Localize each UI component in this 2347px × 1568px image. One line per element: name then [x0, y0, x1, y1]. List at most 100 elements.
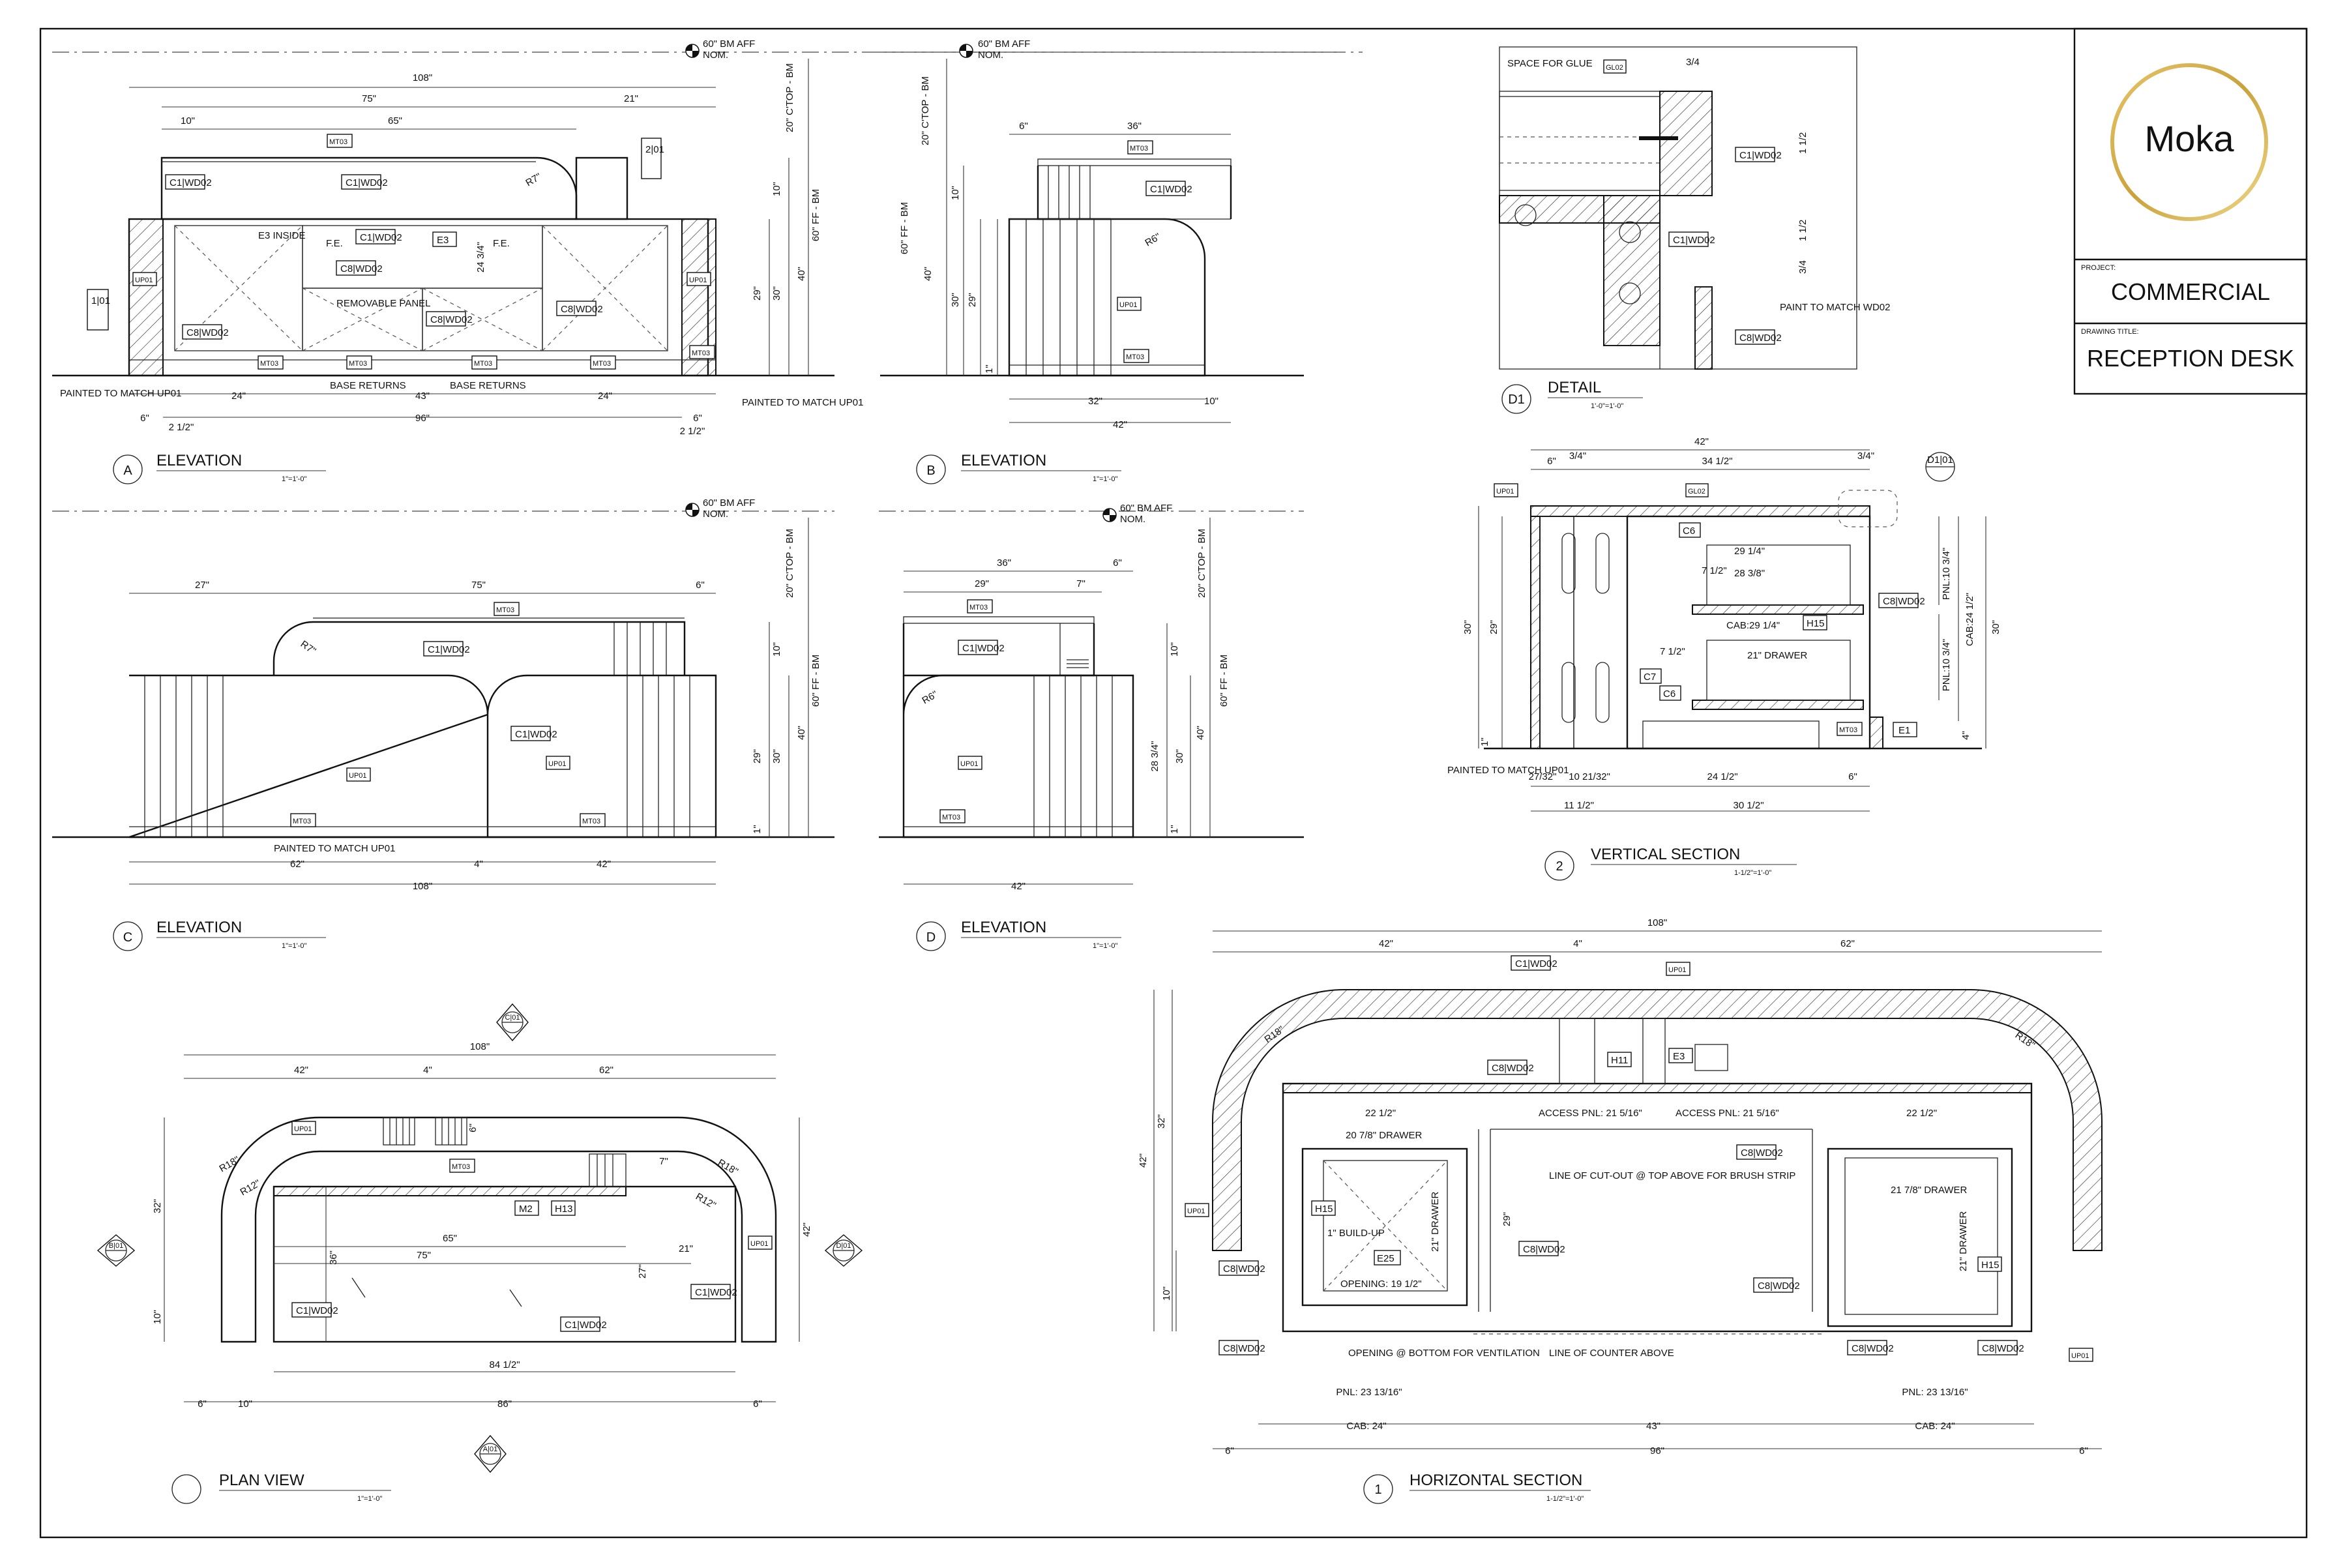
- svg-text:R18": R18": [218, 1154, 242, 1174]
- svg-text:C1|WD02: C1|WD02: [1673, 235, 1715, 246]
- svg-text:7 1/2": 7 1/2": [1702, 565, 1727, 576]
- svg-text:ELEVATION: ELEVATION: [961, 452, 1046, 469]
- svg-text:84 1/2": 84 1/2": [489, 1359, 520, 1370]
- svg-text:PNL: 23 13/16": PNL: 23 13/16": [1902, 1387, 1968, 1398]
- svg-text:4": 4": [423, 1065, 432, 1076]
- svg-text:30": 30": [771, 749, 782, 763]
- svg-text:C1|WD02: C1|WD02: [565, 1320, 607, 1331]
- drawing-title: RECEPTION DESK: [2087, 345, 2294, 372]
- svg-text:GL02: GL02: [1688, 488, 1705, 496]
- tag-e25: E25: [1374, 1250, 1401, 1265]
- centre-upper-cabinet: [302, 225, 543, 289]
- note-e3-inside: E3 INSIDE: [258, 230, 306, 241]
- tag-mt03: MT03: [689, 345, 715, 359]
- dim-6: 6": [1019, 121, 1028, 132]
- tag-c1-wd02: C1|WD02: [423, 641, 470, 657]
- svg-text:21" DRAWER: 21" DRAWER: [1747, 650, 1807, 661]
- tag-c1-wd02: C1|WD02: [1511, 955, 1557, 971]
- tag-h11: H11: [1607, 1052, 1632, 1067]
- svg-text:40": 40": [796, 726, 807, 740]
- svg-text:MT03: MT03: [349, 360, 367, 368]
- elevation-d: 60" BM AFF NOM. 36" 29" 7" 6": [879, 503, 1304, 951]
- tag-c6: C6: [1679, 522, 1701, 538]
- svg-text:27/32": 27/32": [1529, 771, 1557, 782]
- dim-counter-width: 75": [362, 93, 376, 104]
- svg-text:LINE OF CUT-OUT @ TOP ABOVE FO: LINE OF CUT-OUT @ TOP ABOVE FOR BRUSH ST…: [1549, 1170, 1795, 1181]
- svg-text:MT03: MT03: [329, 138, 347, 146]
- dim-10-v: 10": [950, 186, 961, 200]
- svg-text:20" C'TOP - BM: 20" C'TOP - BM: [920, 76, 931, 145]
- svg-text:NOM.: NOM.: [703, 509, 728, 520]
- dim-base: 96": [415, 413, 430, 424]
- tag-e3: E3: [432, 231, 457, 247]
- svg-text:MT03: MT03: [582, 818, 600, 825]
- side-panel: [1008, 218, 1206, 377]
- svg-text:MT03: MT03: [692, 349, 710, 357]
- svg-text:2|01: 2|01: [645, 144, 664, 155]
- svg-text:1|01: 1|01: [91, 295, 110, 306]
- svg-text:MT03: MT03: [474, 360, 492, 368]
- tag-c8-wd02: C8|WD02: [1487, 1059, 1534, 1075]
- desk-body: [128, 218, 709, 377]
- svg-text:C8|WD02: C8|WD02: [1982, 1343, 2024, 1354]
- section-marker-d: D|01: [824, 1234, 863, 1267]
- svg-text:A|01: A|01: [483, 1445, 497, 1453]
- svg-text:108": 108": [413, 881, 432, 892]
- svg-text:29": 29": [975, 578, 989, 589]
- note-removable-panel: REMOVABLE PANEL: [336, 298, 431, 309]
- tag-up01: UP01: [1494, 483, 1518, 497]
- svg-text:1'-0"=1'-0": 1'-0"=1'-0": [1591, 402, 1623, 410]
- svg-text:1"=1'-0": 1"=1'-0": [1093, 942, 1117, 950]
- tag-c1-wd02: C1|WD02: [1668, 231, 1715, 247]
- svg-text:CAB: 24": CAB: 24": [1346, 1421, 1386, 1432]
- dim-29-v: 29": [967, 293, 978, 307]
- svg-text:10": 10": [1161, 1286, 1172, 1301]
- svg-text:42": 42": [801, 1222, 812, 1237]
- svg-text:2: 2: [1556, 859, 1563, 874]
- tag-c8-wd02: C8|WD02: [1736, 1144, 1783, 1160]
- svg-text:GL02: GL02: [1606, 64, 1623, 72]
- svg-text:E1: E1: [1898, 725, 1910, 736]
- svg-text:62": 62": [290, 859, 304, 870]
- dim-40: 40": [796, 267, 807, 281]
- svg-text:6": 6": [1848, 771, 1857, 782]
- view-label-a: A ELEVATION 1"=1'-0": [113, 452, 326, 484]
- dim-42: 42": [1113, 419, 1127, 430]
- svg-text:MT03: MT03: [1839, 726, 1857, 734]
- tag-up01: UP01: [2069, 1348, 2093, 1362]
- svg-text:1-1/2"=1'-0": 1-1/2"=1'-0": [1734, 869, 1771, 877]
- tag-mt03: MT03: [449, 1159, 475, 1173]
- svg-text:30": 30": [1990, 620, 2001, 634]
- svg-text:6": 6": [696, 580, 705, 591]
- svg-text:C8|WD02: C8|WD02: [1223, 1264, 1265, 1275]
- tag-c8-wd02: C8|WD02: [1753, 1277, 1800, 1293]
- svg-text:OPENING @ BOTTOM FOR VENTILATI: OPENING @ BOTTOM FOR VENTILATION: [1348, 1348, 1540, 1359]
- svg-text:42": 42": [1694, 436, 1709, 447]
- svg-text:21" DRAWER: 21" DRAWER: [1430, 1192, 1441, 1252]
- svg-text:108": 108": [470, 1041, 490, 1052]
- svg-text:C8|WD02: C8|WD02: [1758, 1280, 1800, 1292]
- svg-text:C8|WD02: C8|WD02: [561, 304, 603, 315]
- right-cabinet: [542, 225, 668, 351]
- level-marker-bm-aff: 60" BM AFF NOM.: [685, 38, 755, 61]
- svg-text:OPENING: 19 1/2": OPENING: 19 1/2": [1340, 1279, 1422, 1290]
- drawing-title-label: DRAWING TITLE:: [2081, 328, 2139, 336]
- svg-text:10": 10": [238, 1398, 252, 1410]
- tag-gl02: GL02: [1685, 483, 1709, 497]
- svg-text:C1|WD02: C1|WD02: [360, 232, 402, 243]
- svg-text:29": 29": [752, 749, 763, 763]
- tag-c8-wd02: C8|WD02: [1735, 329, 1782, 345]
- svg-text:B|01: B|01: [109, 1242, 123, 1250]
- project-label: PROJECT:: [2081, 264, 2116, 272]
- svg-text:6": 6": [1547, 456, 1556, 467]
- tag-mt03: MT03: [327, 134, 353, 148]
- svg-text:PAINTED TO MATCH UP01: PAINTED TO MATCH UP01: [274, 843, 395, 854]
- svg-text:42": 42": [1011, 881, 1026, 892]
- svg-text:CAB:24 1/2": CAB:24 1/2": [1964, 593, 1975, 646]
- svg-text:22 1/2": 22 1/2": [1906, 1108, 1937, 1119]
- note-base-returns-left: BASE RETURNS: [330, 380, 406, 391]
- svg-text:C8|WD02: C8|WD02: [340, 263, 383, 274]
- svg-text:75": 75": [417, 1250, 431, 1261]
- svg-text:C8|WD02: C8|WD02: [430, 314, 473, 325]
- svg-text:PNL: 23 13/16": PNL: 23 13/16": [1336, 1387, 1402, 1398]
